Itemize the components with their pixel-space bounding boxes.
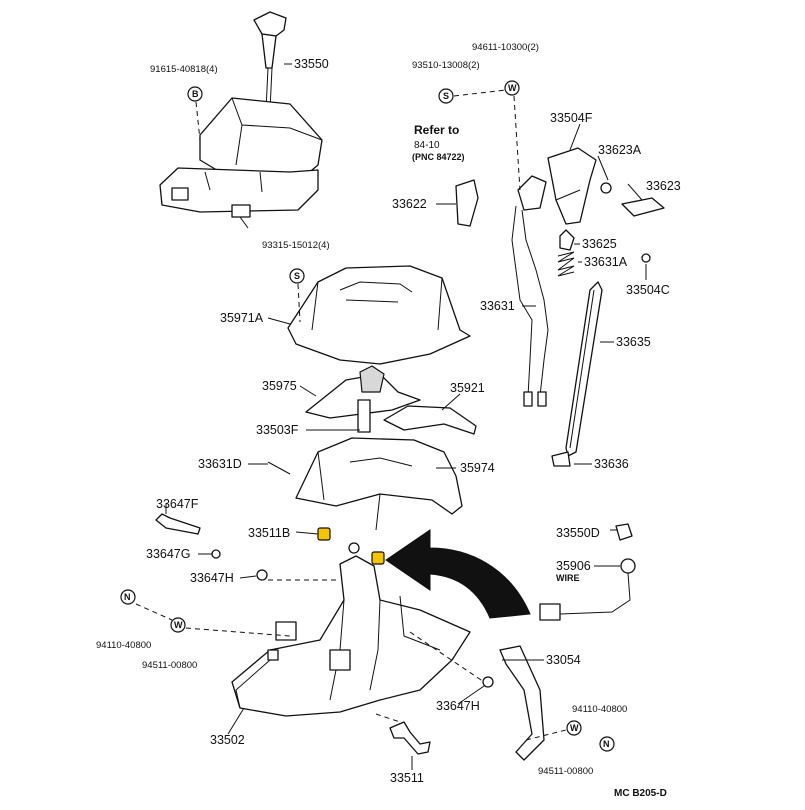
reference-title: Refer to [414,123,459,137]
label-33635: 33635 [616,335,651,349]
part-labels: 33550 91615-40818(4) 94611-10300(2) 9351… [96,42,681,785]
label-93510: 93510-13008(2) [412,60,480,71]
nut-marker-2 [599,736,615,752]
symbol-markers: B S W S N W W N [120,80,615,752]
label-33625: 33625 [582,237,617,251]
label-33622: 33622 [392,197,427,211]
label-33504F: 33504F [550,111,593,125]
bolt-marker [187,86,203,102]
label-35921: 35921 [450,381,485,395]
diagram-code: MC B205-D [614,788,667,799]
label-94511-right: 94511-00800 [538,766,593,777]
label-35906: 35906 [556,559,591,573]
reference-page: 84-10 [414,140,440,151]
label-33647H-lower: 33647H [436,699,480,713]
label-35974: 35974 [460,461,495,475]
label-94611: 94611-10300(2) [472,42,539,53]
label-91615: 91615-40818(4) [150,64,218,75]
washer-symbol-3: W [570,723,579,733]
label-33511: 33511 [390,771,424,785]
washer-marker-3 [566,720,582,736]
nut-symbol-1: N [124,592,131,602]
bolt-symbol-1: B [192,89,199,99]
screw-symbol-1: S [443,91,449,101]
selector-cover-assembly [455,147,665,467]
screw-symbol-2: S [294,271,300,281]
boot-parts [305,365,477,435]
direction-arrow [385,529,531,619]
shift-lever-assembly [159,11,323,229]
hardware-parts [155,513,636,761]
label-33550: 33550 [294,57,329,71]
label-94110-right: 94110-40800 [572,704,627,715]
leader-lines [135,63,647,770]
label-33631D: 33631D [198,457,242,471]
nut-symbol-2: N [603,739,610,749]
console-cover [287,265,471,365]
washer-marker [504,80,520,96]
label-94511-left: 94511-00800 [142,660,197,671]
label-33511B: 33511B [248,526,290,540]
nut-marker [120,589,136,605]
label-93315: 93315-15012(4) [262,240,330,251]
label-33502: 33502 [210,733,245,747]
label-94110-left: 94110-40800 [96,640,151,651]
label-33647H-upper: 33647H [190,571,234,585]
washer-marker-2 [170,617,186,633]
label-33631: 33631 [480,299,515,313]
label-35971A: 35971A [220,311,264,325]
indicator-housing [267,437,463,531]
label-33623: 33623 [646,179,681,193]
reference-note: Refer to 84-10 (PNC 84722) [412,123,465,162]
label-33054: 33054 [546,653,581,667]
washer-symbol-2: W [174,620,183,630]
label-33631A: 33631A [584,255,628,269]
label-33503F: 33503F [256,423,299,437]
label-33647G: 33647G [146,547,190,561]
wire-label: WIRE [556,573,580,583]
shift-base [231,527,471,717]
screw-marker-2 [289,268,305,284]
reference-pnc: (PNC 84722) [412,152,465,162]
label-35975: 35975 [262,379,297,393]
label-33636: 33636 [594,457,629,471]
washer-symbol-1: W [508,83,517,93]
label-33647F: 33647F [156,497,199,511]
label-33504C: 33504C [626,283,670,297]
label-33623A: 33623A [598,143,642,157]
label-33550D: 33550D [556,526,600,540]
screw-marker [438,88,454,104]
